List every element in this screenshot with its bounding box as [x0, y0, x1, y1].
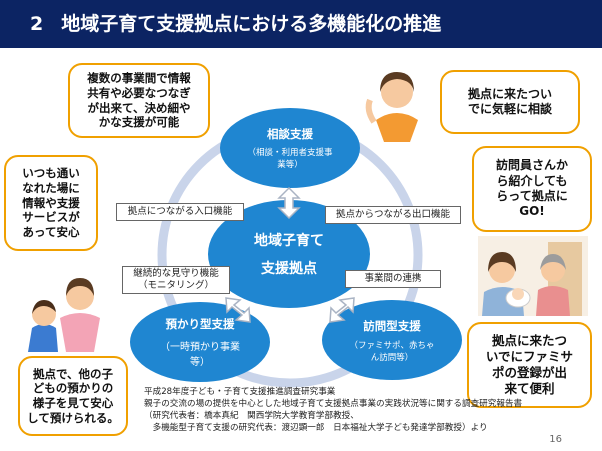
source-line-3: （研究代表者：橋本真紀 関西学院大学教育学部教授、	[144, 411, 359, 421]
callout-childcare-line-2: どもの預かりの	[32, 381, 114, 396]
callout-familiar-line-3: 情報や支援	[22, 195, 80, 210]
visiting-sub-2: ん訪問等）	[370, 352, 414, 363]
callout-safe-childcare: 拠点で、他の子 どもの預かりの 様子を見て安心 して預けられる。	[18, 356, 128, 436]
callout-childcare-line-4: して預けられる。	[27, 410, 119, 425]
callout-familiar-line-1: いつも通い	[22, 166, 80, 181]
arrow-right-double	[329, 297, 355, 323]
consultation-title: 相談支援	[267, 127, 313, 141]
callout-referral-line-1: 訪問員さんか	[495, 158, 568, 173]
label-entry-function: 拠点につながる入口機能	[116, 203, 244, 221]
label-inter-program-link: 事業間の連携	[345, 270, 441, 288]
callout-famisapo-line-1: 拠点に来たつ	[491, 333, 567, 348]
callout-famisapo-registration: 拠点に来たつ いでにファミサ ポの登録が出 来て便利	[467, 322, 592, 408]
circle-consultation-support: 相談支援 （相談・利用者支援事 業等）	[220, 108, 360, 188]
callout-familiar-line-2: なれた場に	[22, 180, 80, 195]
hub-title-2: 支援拠点	[261, 261, 317, 277]
slide-title: 地域子育て支援拠点における多機能化の推進	[61, 13, 442, 35]
callout-consult-line-2: でに気軽に相談	[467, 102, 552, 116]
callout-referral-line-3: らって拠点に	[496, 189, 568, 203]
label-exit-function: 拠点からつながる出口機能	[325, 206, 461, 224]
page-number: 16	[549, 434, 562, 445]
callout-familiar-place: いつも通い なれた場に 情報や支援 サービスが あって安心	[4, 155, 98, 251]
woman-illustration	[365, 72, 418, 142]
callout-referral-line-2: ら紹介しても	[496, 173, 568, 188]
callout-casual-consultation: 拠点に来たつい でに気軽に相談	[440, 70, 580, 134]
family-baby-illustration	[478, 236, 588, 316]
childcare-sub-2: 等）	[190, 357, 210, 368]
monitoring-line-2: （モニタリング）	[137, 280, 214, 291]
visiting-sub-1: （ファミサポ、赤ちゃ	[349, 340, 435, 351]
callout-info-sharing-line-3: が出来て、決め細や	[87, 100, 191, 115]
callout-info-sharing-line-4: かな支援が可能	[98, 115, 180, 130]
circle-visiting-support: 訪問型支援 （ファミサポ、赤ちゃ ん訪問等）	[322, 300, 462, 380]
callout-info-sharing: 複数の事業間で情報 共有や必要なつなぎ が出来て、決め細や かな支援が可能	[68, 63, 210, 138]
slide-number: 2	[30, 13, 44, 35]
callout-consult-line-1: 拠点に来たつい	[467, 86, 552, 101]
callout-visitor-referral: 訪問員さんか ら紹介しても らって拠点に GO!	[472, 146, 592, 232]
callout-famisapo-line-3: ポの登録が出	[491, 365, 567, 380]
callout-info-sharing-line-2: 共有や必要なつなぎ	[87, 85, 191, 100]
source-note: 平成28年度子ども・子育て支援推進調査研究事業 親子の交流の場の提供を中心とした…	[144, 386, 522, 434]
source-line-1: 平成28年度子ども・子育て支援推進調査研究事業	[144, 387, 336, 397]
callout-familiar-line-5: あって安心	[22, 225, 80, 240]
arrow-top-double	[277, 186, 301, 220]
label-monitoring-function: 継続的な見守り機能 （モニタリング）	[122, 266, 230, 294]
childcare-sub-1: （一時預かり事業	[160, 342, 240, 353]
mother-child-illustration	[28, 278, 100, 352]
hub-title-1: 地域子育て	[254, 233, 324, 249]
source-line-4: 多機能型子育て支援の研究代表：渡辺顕一郎 日本福祉大学子ども発達学部教授）より	[144, 423, 488, 433]
source-line-2: 親子の交流の場の提供を中心とした地域子育て支援拠点事業の実践状況等に関する調査研…	[144, 399, 523, 409]
callout-info-sharing-line-1: 複数の事業間で情報	[87, 71, 191, 86]
callout-familiar-line-4: サービスが	[22, 210, 80, 225]
callout-childcare-line-1: 拠点で、他の子	[32, 366, 114, 381]
arrow-left-double	[225, 297, 251, 323]
monitoring-line-1: 継続的な見守り機能	[133, 268, 219, 280]
callout-famisapo-line-2: いでにファミサ	[485, 349, 574, 364]
childcare-title: 預かり型支援	[165, 317, 235, 331]
callout-famisapo-line-4: 来て便利	[504, 381, 555, 396]
callout-childcare-line-3: 様子を見て安心	[32, 396, 114, 410]
callout-referral-line-4: GO!	[519, 204, 545, 219]
consultation-sub-1: （相談・利用者支援事	[247, 148, 333, 158]
consultation-sub-2: 業等）	[277, 160, 303, 170]
slide-header: 2 地域子育て支援拠点における多機能化の推進	[0, 0, 602, 48]
visiting-title: 訪問型支援	[363, 318, 421, 333]
